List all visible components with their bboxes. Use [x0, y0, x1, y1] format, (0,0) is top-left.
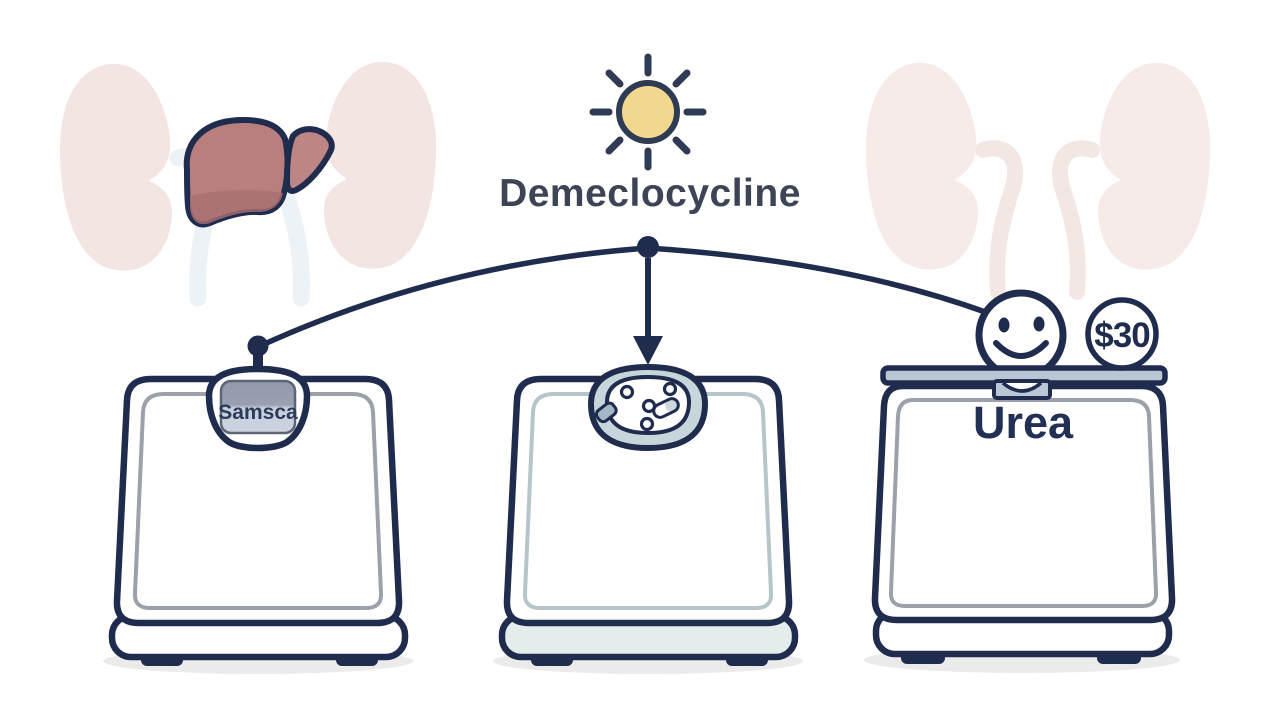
middle-scale — [493, 363, 803, 674]
scale-body — [871, 382, 1176, 624]
liver-shading — [190, 190, 283, 225]
liver-right-lobe — [284, 126, 335, 194]
ureter-icon — [1051, 140, 1100, 300]
pills-icon — [594, 381, 680, 432]
smiley-eye — [998, 317, 1010, 333]
dial-display-screen — [219, 379, 297, 435]
scale-body — [503, 375, 793, 627]
price-badge: $30 — [1085, 297, 1159, 371]
urea-label: Urea — [973, 397, 1074, 448]
pill-capsule — [652, 397, 680, 419]
price-label: $30 — [1094, 316, 1150, 355]
branch-origin-dot — [637, 236, 659, 258]
pill-round — [639, 416, 655, 432]
right-scale: $30 Urea — [864, 289, 1180, 673]
liver-icon — [183, 117, 335, 228]
sun-icon — [589, 53, 707, 171]
scale-body — [113, 375, 403, 627]
title-label: Demeclocycline — [499, 172, 801, 215]
scale-inner-line — [132, 392, 384, 610]
smiley-features — [993, 316, 1049, 359]
ureter-icon — [975, 140, 1024, 300]
scale-inner-line — [888, 398, 1159, 608]
smiley-eye — [1033, 316, 1045, 332]
pill-round — [619, 384, 635, 400]
down-arrow-icon — [633, 336, 663, 365]
smiley-face-icon — [975, 289, 1067, 381]
scale-inner-line — [522, 392, 774, 610]
connector-arrows — [258, 236, 989, 365]
left-scale: Samsca — [103, 335, 413, 674]
smiley-mouth — [993, 340, 1049, 359]
curved-connector-left — [258, 245, 649, 349]
connector-end-dot — [247, 335, 269, 357]
pill-round — [662, 381, 678, 397]
faded-kidneys-right — [865, 62, 1211, 300]
price-badge-circle — [1085, 297, 1159, 371]
samsca-label: Samsca — [218, 401, 298, 424]
curved-connector-right — [647, 245, 989, 316]
smiley-chin-arc — [1001, 381, 1043, 393]
pill-tablet — [594, 401, 618, 424]
